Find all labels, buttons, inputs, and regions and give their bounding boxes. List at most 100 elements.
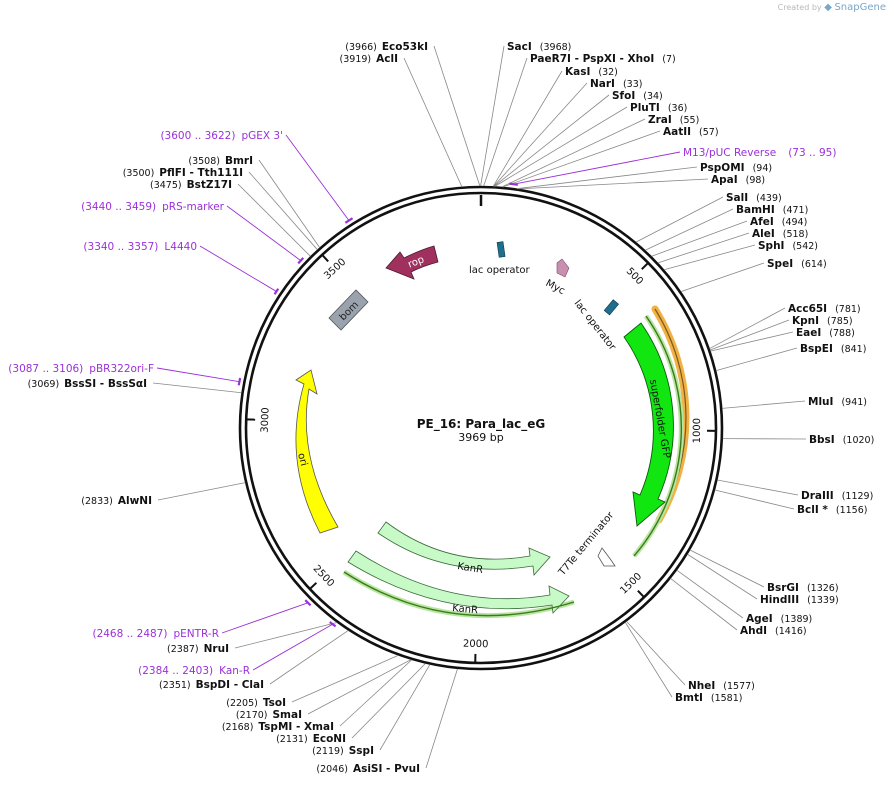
enzyme-position: (841) (841, 344, 867, 355)
enzyme-site[interactable]: TspMI - XmaI(2168) (222, 721, 334, 733)
feature-myc[interactable]: Myc (544, 258, 570, 297)
enzyme-name: PspOMI (700, 162, 745, 174)
enzyme-site[interactable]: PaeR7I - PspXI - XhoI(7) (530, 53, 676, 65)
feature-ori[interactable]: ori (295, 369, 339, 534)
primer-binding-mark (329, 621, 337, 628)
feature-t7te-terminator[interactable]: T7Te terminator (556, 509, 617, 578)
primer[interactable]: pBR322ori-F(3087 .. 3106) (8, 363, 154, 375)
enzyme-site[interactable]: AatII(57) (663, 126, 719, 138)
enzyme-position: (1129) (842, 491, 874, 502)
enzyme-site[interactable]: PluTI(36) (630, 102, 687, 114)
enzyme-site[interactable]: AleI(518) (752, 228, 808, 240)
enzyme-site[interactable]: AclI(3919) (340, 53, 398, 65)
enzyme-site[interactable]: BbsI(1020) (809, 434, 874, 446)
enzyme-leader-line (714, 489, 795, 510)
enzyme-leader-line (657, 232, 750, 264)
primer[interactable]: pRS-marker(3440 .. 3459) (81, 201, 225, 213)
primer-leader-line (285, 134, 350, 221)
enzyme-site[interactable]: AgeI(1389) (746, 613, 812, 625)
primer[interactable]: pGEX 3'(3600 .. 3622) (160, 130, 283, 142)
enzyme-site[interactable]: BsrGI(1326) (767, 582, 839, 594)
enzyme-site[interactable]: NarI(33) (590, 78, 642, 90)
enzyme-position: (33) (623, 79, 643, 90)
enzyme-site[interactable]: BssSI - BssSαI(3069) (28, 378, 147, 390)
feature-lac-operator-2[interactable]: lac operator (572, 298, 619, 353)
enzyme-site[interactable]: ApaI(98) (711, 174, 765, 186)
enzyme-leader-line (717, 479, 799, 496)
tick-mark-3500 (321, 254, 329, 263)
enzyme-site[interactable]: MluI(941) (808, 396, 867, 408)
enzyme-site[interactable]: DraIII(1129) (801, 490, 873, 502)
enzyme-site[interactable]: SalI(439) (726, 192, 782, 204)
feature-bom[interactable]: bom (328, 289, 369, 331)
enzyme-site[interactable]: PspOMI (94) (700, 162, 772, 174)
t7te-terminator-shape (597, 547, 616, 567)
enzyme-name: AgeI (746, 613, 773, 625)
enzyme-site[interactable]: ZraI(55) (648, 114, 699, 126)
enzyme-site[interactable]: BspEI(841) (800, 343, 866, 355)
enzyme-group: Eco53kI(3966)AclI(3919) SacI(3968)PaeR7I … (28, 41, 875, 775)
enzyme-name: SmaI (273, 709, 303, 721)
enzyme-position: (36) (668, 103, 688, 114)
enzyme-site[interactable]: BamHI(471) (736, 204, 808, 216)
enzyme-position: (94) (753, 163, 773, 174)
primer[interactable]: L4440(3340 .. 3357) (83, 241, 197, 253)
enzyme-site[interactable]: AsiSI - PvuI(2046) (316, 763, 420, 775)
enzyme-name: BamHI (736, 204, 775, 216)
primer-leader-line (199, 245, 277, 292)
enzyme-position: (788) (829, 328, 855, 339)
feature-lac-operator-1[interactable]: lac operator (469, 241, 530, 276)
enzyme-leader-line (502, 130, 661, 188)
enzyme-site[interactable]: SpeI(614) (767, 258, 827, 270)
primer-name: pENTR-R (173, 628, 219, 640)
primer[interactable]: Kan-R(2384 .. 2403) (138, 665, 250, 677)
enzyme-site[interactable]: EaeI (788) (796, 327, 855, 339)
tick-label-2000: 2000 (463, 639, 489, 651)
enzyme-leader-line (493, 94, 610, 187)
enzyme-site[interactable]: NheI(1577) (688, 680, 755, 692)
lac-operator-1-shape (496, 241, 506, 258)
feature-kanr-inner[interactable]: KanR (377, 521, 551, 576)
enzyme-site[interactable]: AhdI(1416) (740, 625, 807, 637)
tick-mark-1500 (637, 590, 645, 598)
enzyme-leader-line (626, 621, 686, 686)
enzyme-site[interactable]: BmtI(1581) (675, 692, 742, 704)
enzyme-name: EaeI (796, 327, 821, 339)
enzyme-site[interactable]: BmrI(3508) (188, 155, 253, 167)
enzyme-site[interactable]: HindIII(1339) (760, 594, 839, 606)
backbone-outer-ring (238, 185, 724, 671)
enzyme-site[interactable]: AlwNI(2833) (81, 495, 152, 507)
enzyme-name: BstZ17I (187, 179, 232, 191)
feature-rop[interactable]: rop (385, 245, 439, 280)
enzyme-site[interactable]: AfeI(494) (750, 216, 807, 228)
primer-name: pBR322ori-F (89, 363, 154, 375)
enzyme-site[interactable]: NruI(2387) (167, 643, 229, 655)
enzyme-name: SfoI (612, 90, 635, 102)
enzyme-site[interactable]: PflFI - Tth111I(3500) (123, 167, 243, 179)
enzyme-site[interactable]: SmaI(2170) (236, 709, 302, 721)
enzyme-site[interactable]: SphI(542) (758, 240, 818, 252)
enzyme-leader-line (624, 622, 673, 698)
enzyme-name: AlwNI (118, 495, 152, 507)
enzyme-leader-line (480, 45, 505, 187)
enzyme-site[interactable]: SspI(2119) (312, 745, 374, 757)
enzyme-leader-line (710, 331, 794, 352)
feature-kanr-outer[interactable]: KanR (342, 550, 575, 619)
enzyme-site[interactable]: SacI(3968) (507, 41, 571, 53)
enzyme-site[interactable]: EcoNI(2131) (276, 733, 346, 745)
enzyme-site[interactable]: KasI(32) (565, 66, 618, 78)
enzyme-site[interactable]: SfoI(34) (612, 90, 663, 102)
enzyme-name: PflFI - Tth111I (159, 167, 243, 179)
backbone (238, 185, 724, 671)
enzyme-site[interactable]: Acc65I(781) (788, 303, 861, 315)
enzyme-position: (781) (835, 304, 861, 315)
enzyme-site[interactable]: Eco53kI(3966) (345, 41, 428, 53)
enzyme-site[interactable]: BclI *(1156) (797, 504, 867, 516)
enzyme-site[interactable]: BstZ17I(3475) (150, 179, 232, 191)
enzyme-site[interactable]: BspDI - ClaI(2351) (159, 679, 264, 691)
primer[interactable]: M13/pUC Reverse(73 .. 95) (683, 147, 836, 159)
enzyme-site[interactable]: TsoI(2205) (226, 697, 286, 709)
primer[interactable]: pENTR-R(2468 .. 2487) (92, 628, 219, 640)
primer-range: (2384 .. 2403) (138, 665, 213, 677)
enzyme-site[interactable]: KpnI(785) (792, 315, 853, 327)
